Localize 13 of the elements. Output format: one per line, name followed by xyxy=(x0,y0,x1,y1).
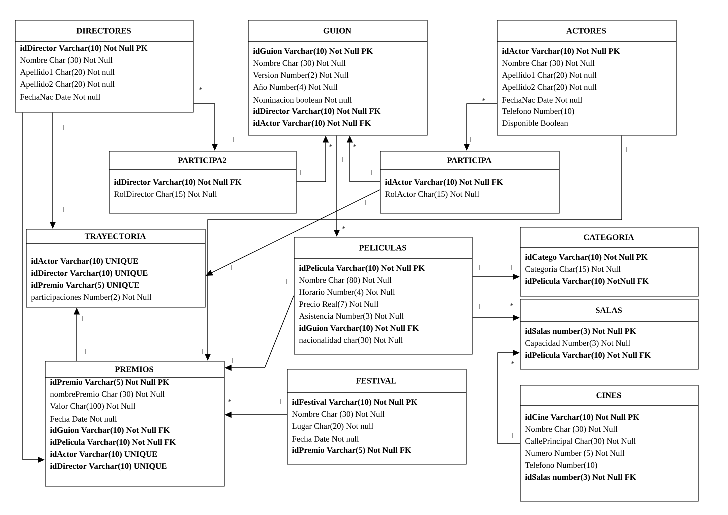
table-box: PREMIOS idPremio Varchar(5) Not Null PK nombrePremio Char (30) Not Null Valor Char(100) Not Null Fecha Date Not null idGuion Varchar(10) Not Null FK idPelicula Varchar(10) Not Null FK idActor Varchar(10) UNIQUE idDirector Varchar(10) UNIQUE xyxy=(44,361,225,487)
table-box: DIRECTORES idDirector Varchar(10) Not Null PK Nombre Char (30) Not Null Apellido1 Char(20) Not null Apellido2 Char(20) Not null FechaNac Date Not null xyxy=(14,20,194,113)
table-box: GUION idGuion Varchar(10) Not Null PK Nombre Char (30) Not Null Version Number(2) Not Null Año Number(4) Not Null Nominacion boolean Not null idDirector Varchar(10) Not Null FK idActor Varchar(10) Not Null FK xyxy=(248,20,428,136)
table-box: PARTICIPA idActor Varchar(10) Not Null FK RolActor Char(15) Not Null xyxy=(380,151,560,214)
table-box: PARTICIPA2 idDirector Varchar(10) Not Null FK RolDirector Char(15) Not Null xyxy=(108,151,297,214)
table-box: CINES idCine Varchar(10) Not Null PK Nombre Char (30) Not Null CallePrincipal Char(30) Not Null Numero Number (5) Not Null Telefono Number(10) idSalas number(3) Not Null FK xyxy=(520,385,699,502)
table-box: CATEGORIA idCatego Varchar(10) Not Null PK Categoria Char(15) Not Null idPelicula Varchar(10) NotNull FK xyxy=(520,227,699,297)
table-box: PELICULAS idPelicula Varchar(10) Not Null PK Nombre Char (80) Not Null Horario Number(4) Not Null Precio Real(7) Not Null Asistencia Number(3) Not Null idGuion Varchar(10) Not Null FK nacionalidad char(30) Not Null xyxy=(294,237,473,355)
table-box: SALAS idSalas number(3) Not Null PK Capacidad Number(3) Not Null idPelicula Varchar(10) Not Null FK xyxy=(520,299,699,370)
table-box: FESTIVAL idFestival Varchar(10) Not Null PK Nombre Char (30) Not Null Lugar Char(20) Not null Fecha Date Not null idPremio Varchar(5) Not Null FK xyxy=(286,369,467,465)
table-box: ACTORES idActor Varchar(10) Not Null PK Nombre Char (30) Not Null Apellido1 Char(20) Not null Apellido2 Char(20) Not null FechaNac Date Not null Telefono Number(10) Disponible Boolean xyxy=(496,20,677,136)
table-box: TRAYECTORIA idActor Varchar(10) UNIQUE idDirector Varchar(10) UNIQUE idPremio Varchar(5) UNIQUE participaciones Number(2) Not Null xyxy=(26,229,206,308)
arrow xyxy=(498,350,520,444)
